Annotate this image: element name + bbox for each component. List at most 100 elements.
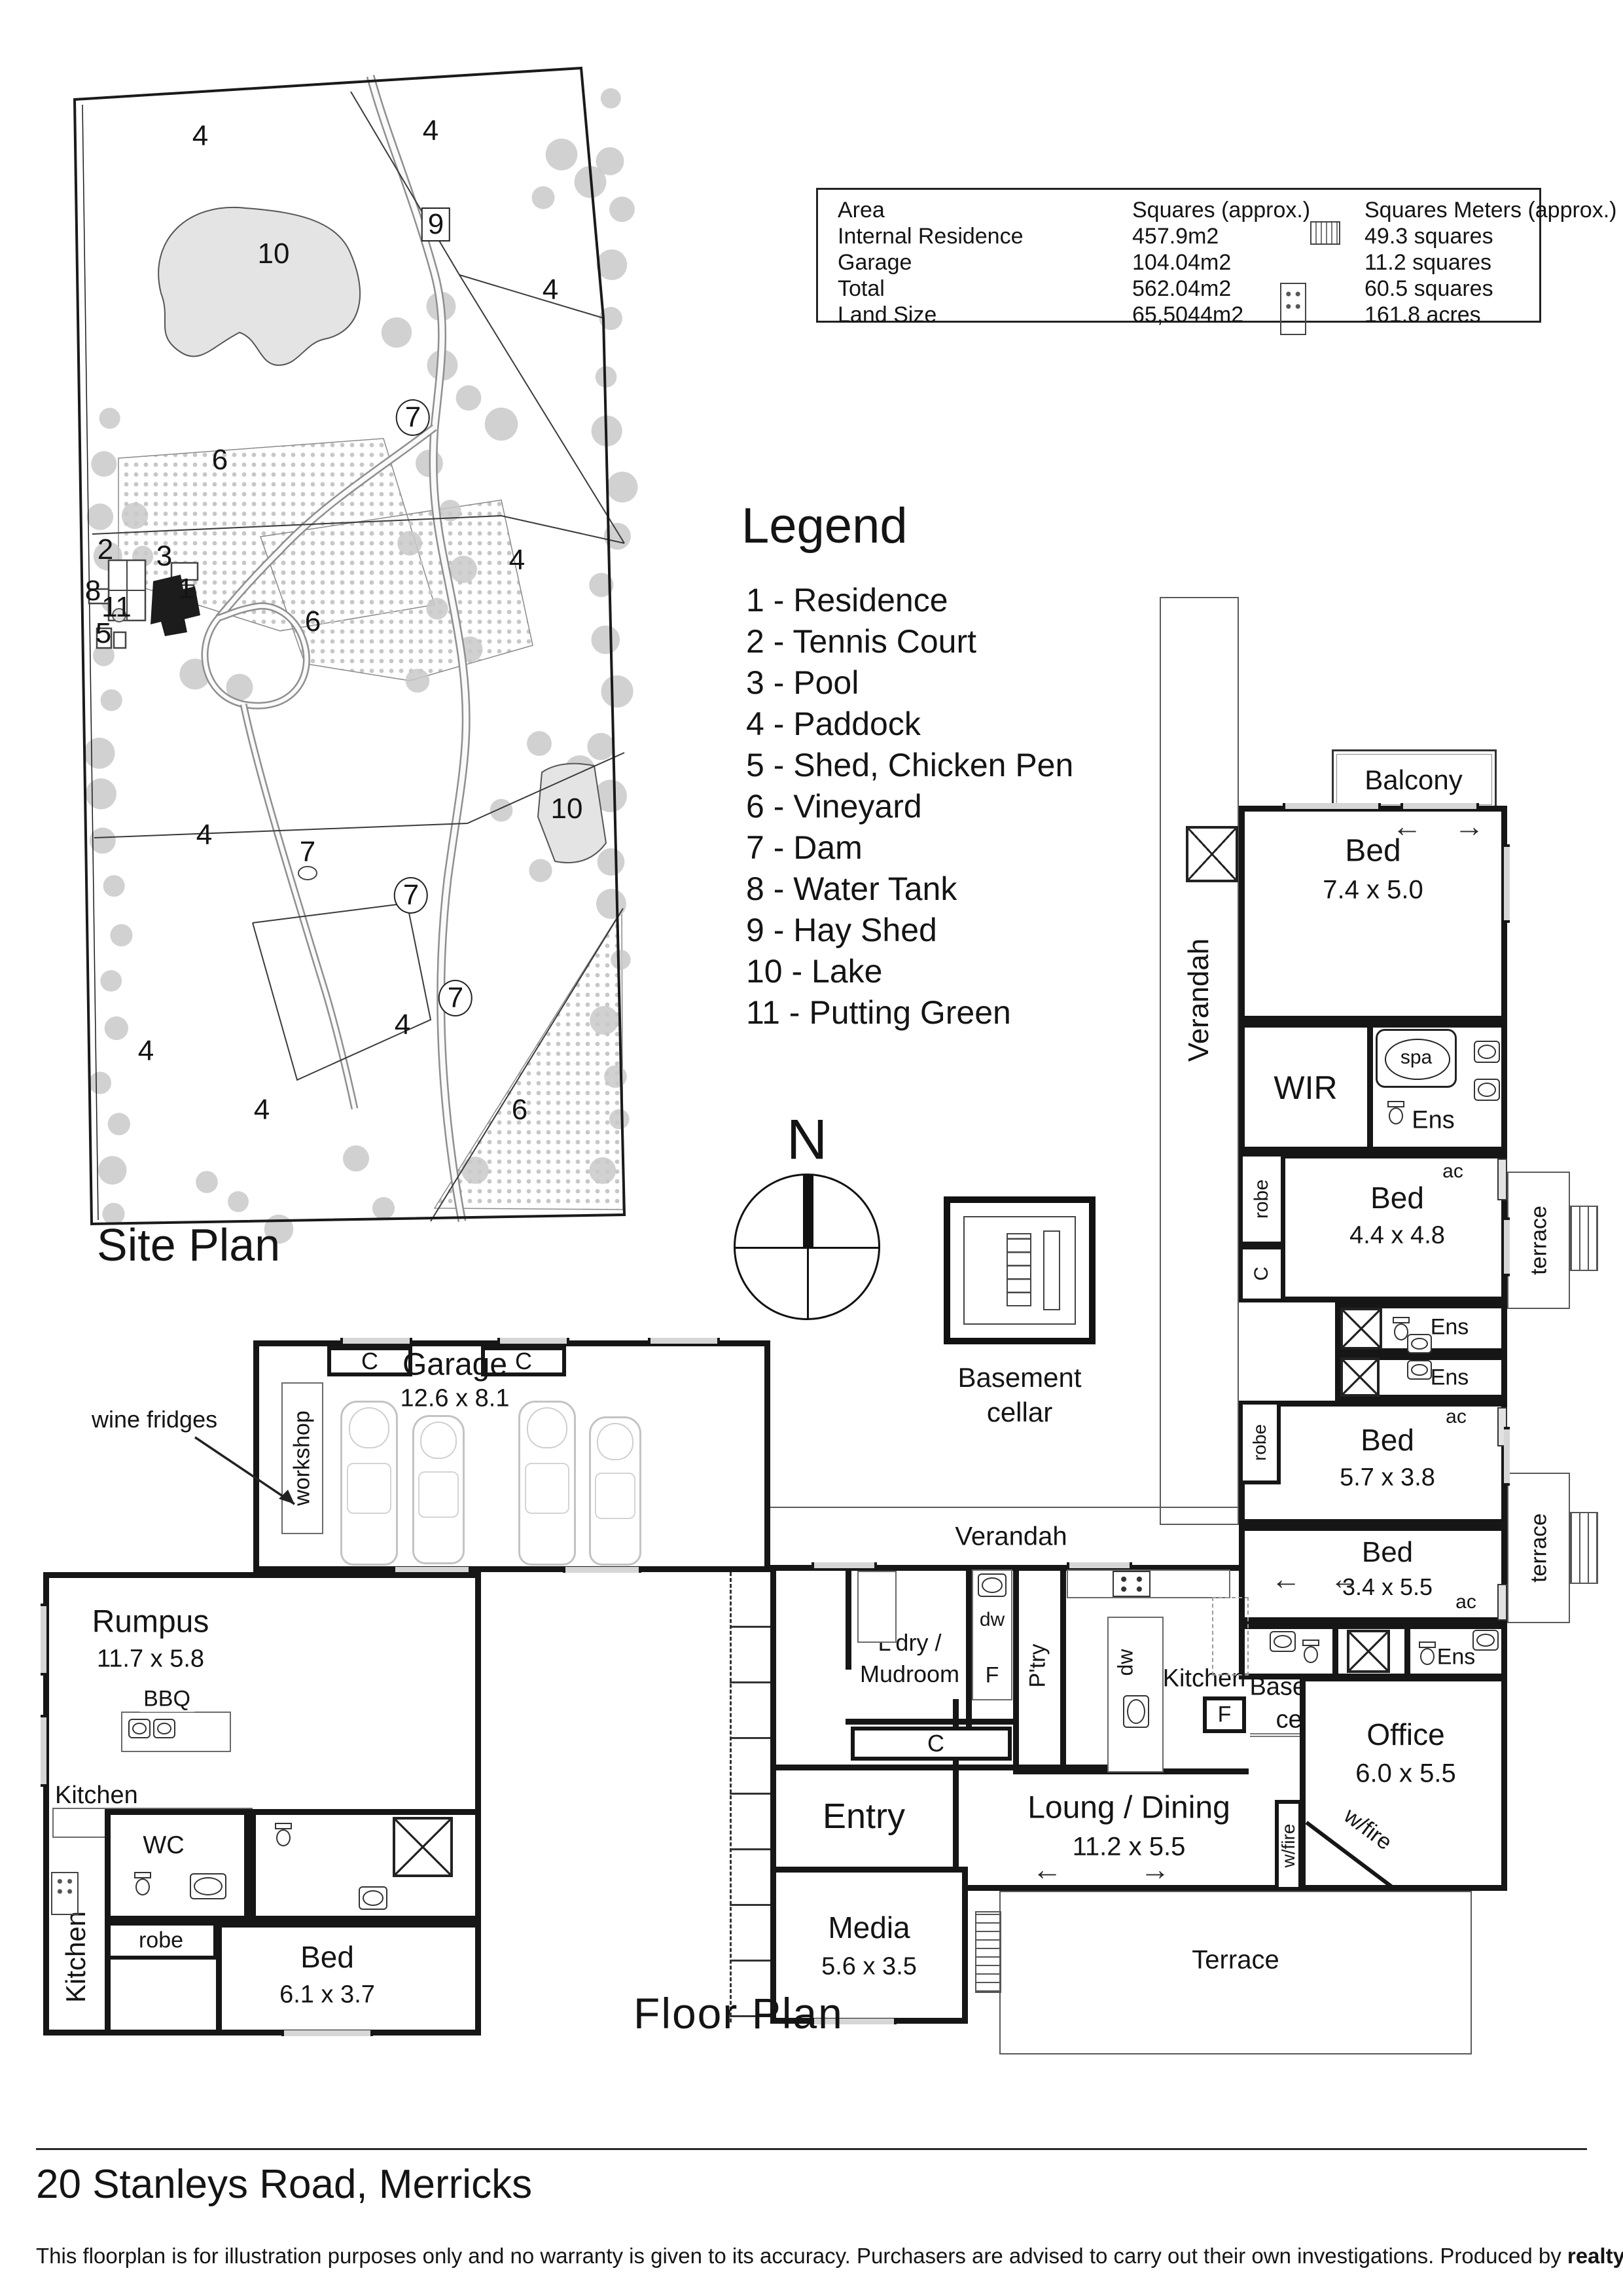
garage-label: Garage <box>402 1347 508 1382</box>
left-robe-label: robe <box>138 1928 184 1953</box>
tree-icon <box>531 186 555 209</box>
tree-icon <box>484 407 518 441</box>
office-dims: 6.0 x 5.5 <box>1355 1759 1456 1788</box>
hall-closet <box>851 1727 1012 1761</box>
cooktop-icon <box>1113 1571 1150 1597</box>
terrace-side-2 <box>1507 1473 1570 1623</box>
window <box>497 1338 569 1344</box>
terrace-side-2-label: terrace <box>1526 1513 1552 1583</box>
wine-fridges-label: wine fridges <box>92 1406 218 1433</box>
garage-dims: 12.6 x 8.1 <box>400 1384 510 1412</box>
site-plan-marker-6: 6 <box>304 605 321 637</box>
footer-disclaimer: This floorplan is for illustration purpo… <box>36 2244 1567 2268</box>
legend-item: 11 - Putting Green <box>746 994 1011 1031</box>
bed2-robe-label: robe <box>1251 1179 1272 1219</box>
tree-icon <box>121 502 149 529</box>
window <box>41 1715 46 1787</box>
tree-icon <box>527 731 552 756</box>
lounge-label: Loung / Dining <box>1027 1790 1230 1825</box>
area-row-value: 11.2 squares <box>1364 250 1492 275</box>
site-plan-marker-9: 9 <box>421 207 451 242</box>
garage-closet-2 <box>481 1346 566 1376</box>
tree-icon <box>104 1016 128 1041</box>
ac-unit <box>1497 1158 1507 1200</box>
window <box>393 1567 471 1573</box>
ac-label: ac <box>1442 1160 1463 1182</box>
area-row-value: 457.9m2 <box>1132 224 1219 249</box>
ens-row-label: Ens <box>1436 1644 1476 1670</box>
page-title: 20 Stanleys Road, Merricks <box>36 2162 533 2207</box>
sink-icon <box>1123 1695 1149 1728</box>
garage-closet-1 <box>327 1346 412 1376</box>
tree-icon <box>397 531 422 556</box>
car-icon <box>589 1416 641 1566</box>
wc-room <box>105 1809 250 1922</box>
bed4-dims: 3.4 x 5.5 <box>1342 1573 1433 1600</box>
basement-icon-label-1: Basement <box>957 1362 1082 1393</box>
office-room <box>1300 1676 1507 1891</box>
tree-icon <box>226 673 253 701</box>
sink-icon <box>1407 1360 1432 1380</box>
tree-icon <box>599 306 622 331</box>
verandah-roofline <box>770 1507 1239 1567</box>
sink-icon <box>153 1719 175 1738</box>
site-plan-marker-2: 2 <box>97 533 114 565</box>
area-table-header: Squares (approx.) <box>1132 198 1311 223</box>
dishwasher-label: dw <box>979 1609 1005 1630</box>
oven-icon <box>1280 283 1306 335</box>
area-row-value: 49.3 squares <box>1364 224 1493 249</box>
left-kitchen-vlabel: Kitchen <box>60 1910 91 2003</box>
kitchen-fridge <box>1203 1696 1246 1733</box>
terrace-steps <box>1569 1512 1598 1584</box>
bbq-island <box>121 1712 231 1752</box>
tree-icon <box>227 1191 249 1213</box>
site-plan-marker-7: 7 <box>438 980 473 1016</box>
sliding-door-arrow: ← <box>1330 1562 1360 1596</box>
kitchen-fridge-label: F <box>1217 1702 1232 1727</box>
verandah-west-label: Verandah <box>1183 938 1215 1062</box>
pantry-fridge-label: F <box>985 1662 999 1688</box>
tree-icon <box>590 1005 619 1035</box>
sink-icon <box>1474 1079 1500 1101</box>
sliding-door-arrow: → <box>1140 1852 1170 1886</box>
bed2-label: Bed <box>1370 1181 1424 1215</box>
tree-icon <box>100 689 122 711</box>
bed2-closet <box>1239 1246 1285 1302</box>
bed2-closet-label: C <box>1251 1266 1272 1281</box>
area-row-label: Garage <box>838 250 912 275</box>
footer-producer: realtywriters (03) 5970 2222 <box>1567 2244 1623 2268</box>
tree-icon <box>439 499 461 522</box>
vineyard-area <box>259 499 533 681</box>
tree-icon <box>450 556 477 583</box>
terrace-main-label: Terrace <box>1192 1945 1279 1975</box>
toilet-icon <box>1387 1101 1404 1124</box>
shower-xbox <box>1347 1630 1390 1673</box>
house-cluster <box>88 559 200 649</box>
floor-plan-title: Floor Plan <box>633 1989 844 2037</box>
car-icon <box>340 1401 398 1566</box>
area-table-header: Area <box>838 198 885 223</box>
bed2-robe <box>1239 1153 1285 1246</box>
window <box>1504 844 1510 923</box>
tree-icon <box>545 138 578 171</box>
bbq-label: BBQ <box>139 1686 194 1712</box>
sink-icon <box>1270 1631 1296 1652</box>
car-icon <box>518 1401 576 1566</box>
tree-icon <box>596 889 626 919</box>
bed2-dims: 4.4 x 4.8 <box>1349 1221 1445 1249</box>
site-plan-marker-6: 6 <box>511 1094 528 1126</box>
basement-icon-label-2: cellar <box>986 1397 1053 1427</box>
media-label: Media <box>828 1910 910 1945</box>
tree-icon <box>461 1157 489 1184</box>
sink-icon <box>978 1573 1007 1597</box>
site-plan-marker-7: 7 <box>395 399 431 436</box>
compass-north-label: N <box>786 1108 828 1172</box>
window <box>563 1567 641 1573</box>
window <box>1067 1562 1132 1568</box>
legend-item: 5 - Shed, Chicken Pen <box>746 747 1074 783</box>
wir-label: WIR <box>1274 1069 1338 1106</box>
site-plan-marker-11: 11 <box>101 591 132 623</box>
sliding-door-arrow: ← <box>1271 1562 1301 1596</box>
